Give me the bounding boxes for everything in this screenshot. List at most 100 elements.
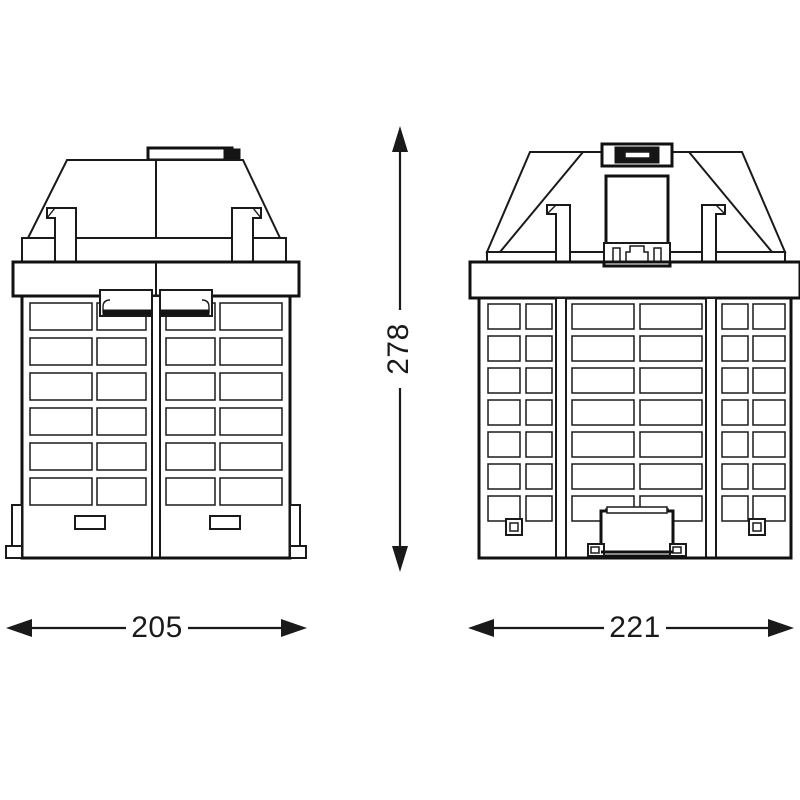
window-pane bbox=[525, 431, 553, 458]
window-pane bbox=[165, 337, 216, 366]
roof-latch-clip bbox=[600, 142, 674, 168]
handle-shadow-right bbox=[159, 309, 210, 316]
window-pane bbox=[219, 442, 283, 471]
window-pane bbox=[96, 337, 147, 366]
side-roof-vent-right-chamfer bbox=[715, 204, 726, 215]
window-pane bbox=[721, 495, 749, 522]
window-pane bbox=[487, 495, 521, 522]
window-pane bbox=[721, 303, 749, 330]
window-pane bbox=[165, 372, 216, 401]
window-pane bbox=[525, 367, 553, 394]
window-pane bbox=[639, 399, 703, 426]
window-pane bbox=[752, 367, 786, 394]
window-pane bbox=[487, 463, 521, 490]
roof-vent-right-chamfer bbox=[252, 207, 262, 219]
front-elevation-view bbox=[5, 146, 307, 560]
front-roof-assembly bbox=[21, 146, 287, 263]
side-cornice-band bbox=[468, 260, 800, 300]
window-pane bbox=[571, 367, 635, 394]
height-dimension: 278 bbox=[382, 126, 418, 572]
roof-fold-right bbox=[688, 151, 773, 253]
window-pane bbox=[571, 335, 635, 362]
window-pane bbox=[639, 303, 703, 330]
base-slot-left bbox=[74, 515, 106, 530]
base-square-right-inner bbox=[752, 522, 762, 532]
window-pane bbox=[29, 477, 93, 506]
front-width-dimension: 205 bbox=[6, 608, 307, 650]
window-pane bbox=[752, 303, 786, 330]
front-width-arrow-right bbox=[281, 619, 307, 637]
window-pane bbox=[721, 335, 749, 362]
panel-base-center-boss bbox=[625, 245, 649, 263]
window-pane bbox=[752, 399, 786, 426]
window-pane bbox=[219, 337, 283, 366]
door-top-cap bbox=[606, 506, 668, 514]
window-pane bbox=[721, 367, 749, 394]
side-center-door bbox=[587, 506, 687, 558]
latch-clip-slot bbox=[624, 151, 651, 159]
side-window-grid bbox=[487, 303, 786, 522]
window-pane bbox=[29, 442, 93, 471]
window-pane bbox=[639, 367, 703, 394]
window-pane bbox=[721, 399, 749, 426]
window-pane bbox=[219, 407, 283, 436]
base-square-left-inner bbox=[509, 522, 519, 532]
panel-base-notch-right bbox=[653, 247, 662, 263]
window-pane bbox=[525, 399, 553, 426]
door-hinge-right-inner bbox=[672, 546, 682, 554]
window-pane bbox=[487, 399, 521, 426]
height-dimension-label: 278 bbox=[382, 323, 415, 375]
side-pilaster-right bbox=[705, 297, 717, 559]
window-pane bbox=[525, 495, 553, 522]
window-pane bbox=[165, 477, 216, 506]
side-pilaster-left bbox=[555, 297, 567, 559]
window-pane bbox=[487, 335, 521, 362]
roof-fold-left bbox=[499, 151, 584, 253]
side-clip-right-foot bbox=[289, 545, 307, 559]
front-width-label-backdrop bbox=[126, 608, 188, 650]
front-width-arrow-left bbox=[6, 619, 32, 637]
side-width-arrow-left bbox=[468, 619, 494, 637]
side-width-dimension: 221 bbox=[468, 608, 794, 650]
roof-center-panel-foot bbox=[602, 260, 672, 268]
door-hinge-left-inner bbox=[590, 546, 600, 554]
window-pane bbox=[96, 372, 147, 401]
window-pane bbox=[571, 463, 635, 490]
roof-vent-left-chamfer bbox=[46, 207, 56, 219]
window-pane bbox=[571, 303, 635, 330]
window-pane bbox=[29, 337, 93, 366]
side-elevation-view bbox=[468, 142, 800, 560]
window-pane bbox=[752, 463, 786, 490]
window-pane bbox=[752, 431, 786, 458]
handle-shadow-left bbox=[102, 309, 153, 316]
window-pane bbox=[752, 495, 786, 522]
window-pane bbox=[525, 303, 553, 330]
window-pane bbox=[525, 335, 553, 362]
handle-grip-right bbox=[160, 299, 210, 313]
window-pane bbox=[571, 399, 635, 426]
side-roof-assembly bbox=[485, 142, 787, 278]
panel-base-notch-left bbox=[612, 247, 621, 263]
window-pane bbox=[752, 335, 786, 362]
side-clip-left-foot bbox=[5, 545, 23, 559]
window-pane-notched-left bbox=[571, 495, 635, 522]
window-pane bbox=[29, 372, 93, 401]
window-pane bbox=[525, 463, 553, 490]
door-body bbox=[599, 509, 675, 558]
window-pane bbox=[96, 477, 147, 506]
window-pane bbox=[219, 372, 283, 401]
window-pane bbox=[219, 302, 283, 331]
window-pane bbox=[639, 463, 703, 490]
side-width-arrow-right bbox=[768, 619, 794, 637]
height-arrow-bottom bbox=[392, 546, 408, 572]
window-pane bbox=[165, 442, 216, 471]
roof-ridge-cap bbox=[146, 146, 234, 162]
window-pane bbox=[487, 431, 521, 458]
height-dimension-label-backdrop bbox=[382, 310, 418, 388]
window-pane bbox=[96, 407, 147, 436]
handle-grip-left bbox=[102, 299, 152, 313]
side-width-dimension-label: 221 bbox=[609, 611, 661, 644]
height-arrow-top bbox=[392, 126, 408, 152]
front-handle-recess bbox=[99, 289, 213, 317]
